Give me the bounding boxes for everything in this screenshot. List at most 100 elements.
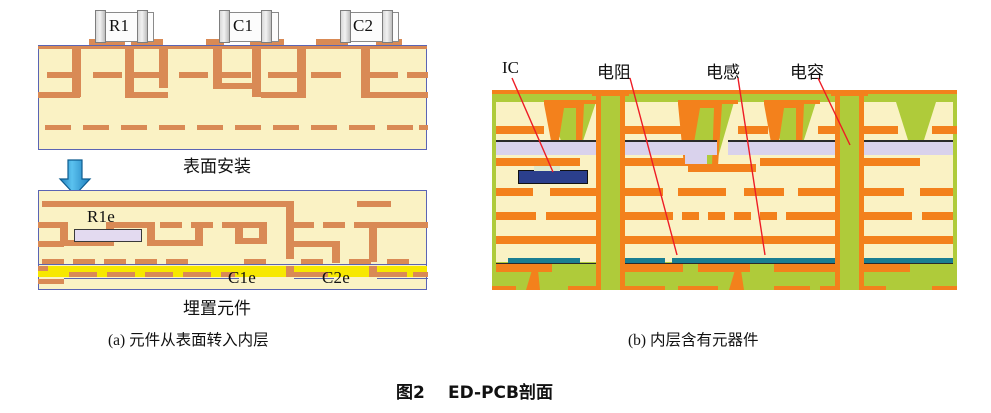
- embedded-teal-layer: [864, 258, 953, 263]
- cavity-floor: [38, 92, 80, 98]
- inner-trace: [42, 201, 292, 207]
- through-via-plating: [835, 94, 840, 290]
- inner-copper-layer: [678, 188, 726, 196]
- callout-label-inductor: 电感: [706, 63, 740, 83]
- figure-number: 图2: [396, 383, 425, 403]
- inner-plane-dash: [45, 125, 71, 130]
- board-cross-section-surface-mount: [38, 45, 428, 150]
- through-via-plating: [859, 94, 864, 290]
- smt-terminal: [137, 10, 148, 43]
- inner-plane-dash: [244, 259, 266, 264]
- inner-plane-dash: [135, 259, 157, 264]
- inner-trace-segment: [323, 222, 345, 228]
- inner-trace-segment: [160, 222, 182, 228]
- stage-label-embedded: 埋置元件: [183, 299, 251, 318]
- inner-trace-segment: [93, 72, 122, 78]
- inner-plane-dash: [197, 125, 223, 130]
- via-wall: [125, 46, 134, 97]
- inner-trace-segment: [292, 241, 340, 247]
- capacitor-plate: [145, 272, 173, 277]
- inner-plane-dash: [273, 125, 299, 130]
- inner-copper-layer: [625, 264, 683, 272]
- embedded-capacitor-label-C1e: C1e: [228, 268, 256, 287]
- inductor-winding-segment: [864, 212, 912, 220]
- embedded-teal-layer: [508, 258, 580, 263]
- inner-trace-segment: [38, 241, 64, 247]
- cavity-floor: [213, 83, 261, 89]
- bottom-trace: [38, 279, 64, 284]
- capacitor-plate: [183, 272, 211, 277]
- inner-plane-dash: [104, 259, 126, 264]
- inner-plane-dash: [349, 125, 375, 130]
- smt-label: R1: [109, 16, 130, 35]
- callout-label-capacitor: 电容: [790, 63, 824, 83]
- via-wall: [159, 46, 168, 88]
- figure-title: ED-PCB剖面: [448, 383, 553, 403]
- inductor-winding-segment: [922, 212, 953, 220]
- inner-copper-layer: [864, 126, 898, 134]
- capacitor-plate: [369, 266, 377, 277]
- inductor-winding-segment: [546, 212, 596, 220]
- top-copper: [492, 90, 957, 94]
- inner-trace: [38, 222, 66, 228]
- inductor-winding-segment: [625, 212, 673, 220]
- bottom-copper-run: [864, 286, 886, 290]
- via-wall: [72, 46, 81, 97]
- capacitor-plate: [377, 272, 407, 277]
- bottom-copper-run: [774, 286, 810, 290]
- inner-copper-layer: [496, 188, 533, 196]
- inductor-winding-segment: [708, 212, 725, 220]
- via-top-cap: [592, 90, 629, 96]
- inner-trace-segment: [222, 222, 244, 228]
- inner-copper-layer: [864, 188, 904, 196]
- inner-trace-segment: [369, 72, 398, 78]
- layer-divider: [377, 278, 428, 279]
- power-plane: [496, 236, 596, 244]
- inner-plane-dash: [349, 259, 371, 264]
- panel-b: IC 电阻 电感 电容: [470, 0, 991, 350]
- bottom-copper-run: [492, 286, 516, 290]
- inner-trace-segment: [47, 72, 76, 78]
- layer-divider: [294, 278, 334, 279]
- embedded-ic-die: [518, 170, 588, 184]
- via-wall: [235, 222, 243, 244]
- panel-a-caption: (a) 元件从表面转入内层: [108, 332, 269, 349]
- inner-trace-segment: [179, 72, 208, 78]
- inner-plane-dash: [387, 125, 413, 130]
- via-wall: [252, 46, 261, 97]
- layer-divider: [38, 264, 427, 265]
- via-wall: [60, 222, 68, 246]
- via-wall: [332, 241, 340, 263]
- inner-copper-layer: [920, 188, 953, 196]
- smt-pad: [206, 39, 224, 46]
- capacitor-plate: [69, 272, 97, 277]
- inductor-winding-segment: [786, 212, 835, 220]
- inner-copper-layer: [932, 126, 957, 134]
- inner-copper-layer: [698, 264, 750, 272]
- inner-trace-segment: [268, 72, 298, 78]
- cavity-floor: [60, 240, 112, 246]
- embedded-film-layer: [496, 142, 596, 155]
- inner-plane-dash: [419, 125, 428, 130]
- bottom-copper-run: [625, 286, 665, 290]
- capacitor-plate: [413, 272, 428, 277]
- inner-copper-layer: [744, 188, 784, 196]
- stage-label-surface-mount: 表面安装: [183, 157, 251, 176]
- smt-terminal: [261, 10, 272, 43]
- smt-pad: [89, 39, 125, 46]
- inductor-winding-segment: [760, 212, 777, 220]
- via-wall: [259, 222, 267, 244]
- via-top-cap: [831, 90, 868, 96]
- capacitor-plate: [107, 272, 135, 277]
- inner-copper-layer: [774, 264, 835, 272]
- inner-plane-dash: [73, 259, 95, 264]
- teal-layer-edge: [864, 263, 953, 264]
- via-wall: [213, 46, 222, 88]
- bottom-copper-run: [932, 286, 957, 290]
- smt-terminal: [219, 10, 230, 43]
- smt-label: C2: [353, 16, 374, 35]
- capacitor-plate: [221, 272, 235, 277]
- ic-pad: [534, 166, 560, 171]
- via-wall: [195, 222, 203, 246]
